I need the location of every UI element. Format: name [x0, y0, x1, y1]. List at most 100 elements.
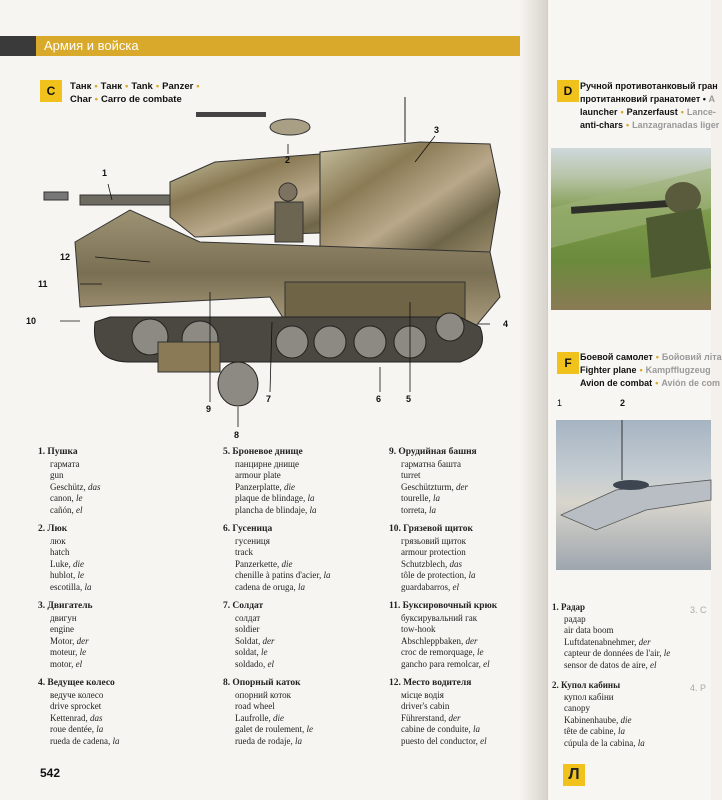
- section-title: Армия и войска: [44, 38, 139, 53]
- term-uk: двигун: [50, 612, 77, 623]
- callout-7: 7: [266, 394, 272, 404]
- heading-d-line3-a: launcher: [580, 107, 618, 117]
- callout-8: 8: [234, 430, 240, 440]
- term-es: cadena de oruga,: [235, 581, 296, 592]
- callout-3: 3: [434, 125, 440, 135]
- term-number: 9.: [389, 447, 397, 457]
- right-page: [548, 0, 711, 800]
- term-es: cañón,: [50, 504, 74, 515]
- term-es-article: el: [483, 658, 490, 669]
- term-number: 10.: [389, 524, 401, 534]
- term-ru: Радар: [561, 602, 586, 612]
- term-uk: гусениця: [235, 535, 270, 546]
- heading-de: Panzer: [162, 81, 194, 92]
- soldier: [278, 182, 298, 202]
- term-es: plancha de blindaje,: [235, 504, 308, 515]
- term-fr: galet de roulement,: [235, 724, 305, 734]
- soldier-launcher-photo: [551, 148, 711, 310]
- heading-f-line1-b: Бойовий літа: [661, 352, 722, 362]
- publisher-logo: Л: [563, 764, 585, 786]
- term-es: motor,: [50, 658, 74, 669]
- term-number: 3.: [38, 601, 46, 611]
- term-es-article: el: [649, 659, 657, 670]
- term-de: Kettenrad,: [50, 712, 88, 723]
- mud-flap: [157, 341, 221, 373]
- callout-5: 5: [406, 394, 412, 404]
- term-number: 5.: [223, 447, 231, 457]
- term-de: Laufrolle,: [235, 712, 271, 723]
- term-de: Soldat,: [235, 635, 261, 646]
- term-ru: Буксировочный крюк: [402, 601, 498, 611]
- term-fr: roue dentée,: [50, 724, 94, 734]
- term-de: Kabinenhaube,: [564, 714, 619, 725]
- term-de: Panzerplatte,: [235, 481, 282, 492]
- term-fr: capteur de données de l'air,: [564, 648, 662, 658]
- section-heading-f: Боевой самолет•Бойовий літа Fighter plan…: [580, 352, 722, 388]
- edge-number-3: 3. C: [690, 605, 707, 615]
- term-fr-article: la: [307, 493, 315, 503]
- heading-ru: Танк: [70, 81, 92, 92]
- term-number: 8.: [223, 678, 231, 688]
- term-es: rueda de cadena,: [50, 735, 111, 746]
- term-number: 4.: [38, 678, 46, 688]
- engine-block: [319, 141, 501, 263]
- term-ru: Броневое днище: [232, 447, 303, 457]
- header-bar: [0, 36, 548, 56]
- term-es-article: la: [297, 581, 305, 592]
- term-es: soldado,: [235, 658, 266, 669]
- term-uk: гарматна башта: [401, 458, 461, 469]
- section-badge-c: C: [40, 80, 62, 102]
- term-es-article: la: [428, 504, 436, 515]
- term-fr-article: la: [96, 724, 104, 734]
- term-ru: Гусеница: [232, 524, 273, 534]
- callout-11: 11: [38, 279, 48, 289]
- term-es-article: la: [637, 737, 645, 748]
- heading-f-line1-a: Боевой самолет: [580, 352, 653, 362]
- term-uk: люк: [50, 535, 66, 546]
- term-es: cúpula de la cabina,: [564, 737, 636, 748]
- term-fr-article: le: [663, 648, 671, 658]
- term-fr-article: le: [261, 647, 268, 657]
- term-uk: буксирувальний гак: [401, 612, 478, 623]
- section-heading-d: Ручной противотанковый гран протитанкови…: [580, 81, 720, 130]
- term-fr: tôle de protection,: [401, 570, 467, 580]
- term-en: soldier: [235, 624, 260, 634]
- term-ru: Люк: [47, 524, 68, 534]
- term-fr: chenille à patins d'acier,: [235, 570, 322, 580]
- photo-callout-1: 1: [557, 398, 563, 408]
- callout-10: 10: [26, 316, 37, 326]
- term-es-article: el: [76, 504, 83, 515]
- heading-f-line2-a: Fighter plane: [580, 365, 637, 375]
- term-fr-article: la: [617, 726, 625, 736]
- term-de-article: das: [89, 712, 103, 723]
- term-de-article: die: [620, 714, 632, 725]
- heading-d-line3-c: Lance-: [686, 107, 716, 117]
- shell: [43, 191, 69, 201]
- term-de-article: die: [283, 481, 295, 492]
- callout-9: 9: [206, 404, 212, 414]
- fighter-plane-photo: [556, 420, 712, 570]
- callout-1: 1: [102, 168, 108, 178]
- term-es-article: el: [75, 658, 83, 669]
- header-tab: [0, 36, 36, 56]
- term-uk: радар: [564, 613, 586, 624]
- term-uk: солдат: [235, 612, 261, 623]
- term-de-article: der: [455, 481, 468, 492]
- term-es: rueda de rodaje,: [235, 735, 293, 746]
- term-fr-article: la: [468, 570, 476, 580]
- callout-12: 12: [60, 252, 71, 262]
- term-de-article: der: [448, 712, 461, 723]
- term-de-article: der: [638, 636, 651, 647]
- term-number: 1.: [38, 447, 46, 457]
- term-fr: cabine de conduite,: [401, 724, 471, 734]
- term-uk: гармата: [50, 458, 80, 469]
- term-fr: canon,: [50, 493, 74, 503]
- term-de: Panzerkette,: [235, 558, 280, 569]
- term-ru: Двигатель: [47, 601, 93, 611]
- term-en: track: [235, 547, 253, 557]
- term-fr: tourelle,: [401, 493, 431, 503]
